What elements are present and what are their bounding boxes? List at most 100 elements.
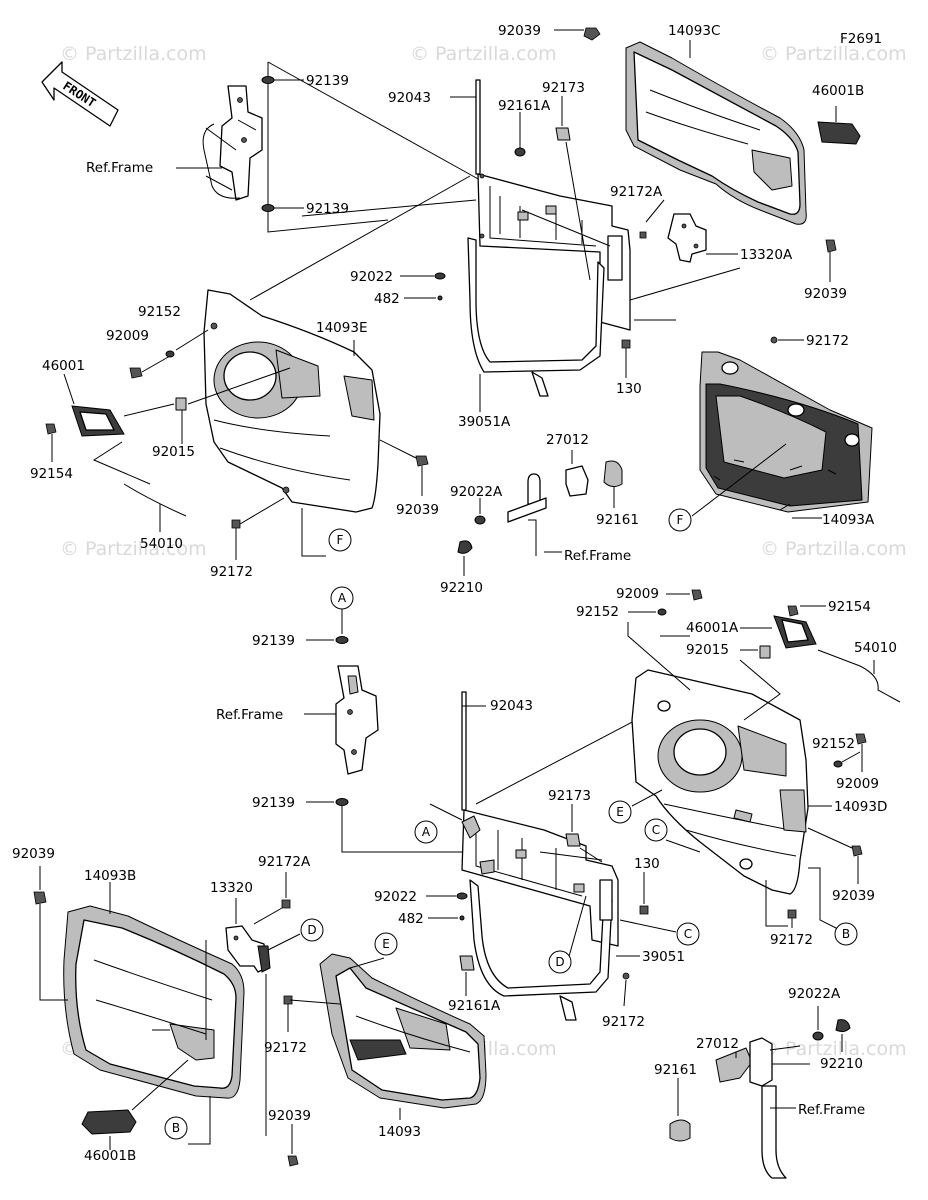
- clip-92173-lower: [565, 833, 581, 847]
- bushing-92161a-lower: [459, 955, 475, 971]
- part-label-92139-lower-b: 92139: [252, 795, 295, 811]
- part-label-92172-lower-right: 92172: [770, 932, 813, 948]
- diagram-code: F2691: [840, 31, 882, 47]
- washer-92022-upper: [434, 272, 446, 280]
- part-label-92139-lower-a: 92139: [252, 633, 295, 649]
- screw-92039-top: [583, 27, 601, 41]
- door-panel-14093a: [699, 351, 873, 513]
- callout-e-lower-right-text: E: [616, 805, 624, 819]
- part-label-39051: 39051: [642, 949, 685, 965]
- part-label-14093a: 14093A: [822, 512, 875, 528]
- screw-92039-mid-left: [415, 455, 429, 467]
- part-label-482-upper: 482: [374, 291, 400, 307]
- screw-92039-right-upper: [825, 239, 837, 253]
- callout-f-upper-left: [328, 528, 352, 552]
- callout-e-lower-left-text: E: [382, 937, 390, 951]
- ref-frame-label-1: Ref.Frame: [86, 160, 153, 176]
- callout-e-lower-right: [608, 800, 632, 824]
- callout-c-lower-frame-text: C: [684, 927, 692, 941]
- callout-f-upper-left-text: F: [337, 533, 344, 547]
- part-label-92009-lower-right: 92009: [836, 776, 879, 792]
- bolt-130-upper: [621, 339, 631, 349]
- washer-92139-lower-a: [335, 636, 349, 644]
- callout-b-lower-right: [834, 922, 858, 946]
- handle-46001b-upper: [817, 121, 861, 145]
- part-label-482-lower: 482: [398, 911, 424, 927]
- watermark-1: © Partzilla.com: [60, 43, 207, 65]
- callout-c-lower-right-text: C: [652, 823, 660, 837]
- part-label-27012-lower: 27012: [696, 1036, 739, 1052]
- part-label-92152-lower-top: 92152: [576, 604, 619, 620]
- part-label-92161a-upper: 92161A: [498, 98, 551, 114]
- screw-92039-lower-right: [851, 845, 863, 857]
- callout-f-upper-right: [668, 508, 692, 532]
- callout-e-lower-left: [374, 932, 398, 956]
- part-label-46001b-lower: 46001B: [84, 1148, 136, 1164]
- callout-d-lower-left-text: D: [307, 923, 316, 937]
- screw-92039-bottom: [287, 1155, 299, 1167]
- watermark-2: © Partzilla.com: [410, 43, 557, 65]
- callout-c-lower-right: [644, 818, 668, 842]
- callout-b-lower-right-text: B: [842, 927, 850, 941]
- front-arrow-icon: FRONT: [41, 61, 119, 127]
- part-label-54010-lower: 54010: [854, 640, 897, 656]
- washer-92152-upper: [165, 350, 175, 358]
- part-label-92161-lower: 92161: [654, 1062, 697, 1078]
- part-label-92154-upper: 92154: [30, 466, 73, 482]
- door-frame-39051: [461, 691, 619, 1021]
- part-label-92022-upper: 92022: [350, 269, 393, 285]
- part-label-92039-bottom: 92039: [268, 1108, 311, 1124]
- part-label-92039-mid-left: 92039: [396, 502, 439, 518]
- part-label-92161-upper: 92161: [596, 512, 639, 528]
- part-label-92172a-upper: 92172A: [610, 184, 663, 200]
- part-label-39051a: 39051A: [458, 414, 511, 430]
- callout-b-lower-left: [164, 1116, 188, 1140]
- latch-assembly-lower: [669, 1019, 851, 1179]
- washer-92022-lower: [456, 892, 468, 900]
- door-panel-14093d: [631, 669, 809, 895]
- part-label-92039-lower-right: 92039: [832, 888, 875, 904]
- part-label-92039-lower-left: 92039: [12, 846, 55, 862]
- ref-frame-label-3: Ref.Frame: [216, 707, 283, 723]
- part-label-92043-upper: 92043: [388, 90, 431, 106]
- callout-a-lower-frame: [414, 820, 438, 844]
- cable-54010-upper: [92, 441, 187, 517]
- door-panel-14093b: [63, 905, 245, 1099]
- door-panel-14093e: [203, 289, 381, 513]
- part-label-14093: 14093: [378, 1124, 421, 1140]
- clip-92173-upper: [555, 127, 571, 141]
- part-label-130-lower: 130: [634, 856, 660, 872]
- upper-hinge-bracket: [202, 61, 481, 233]
- part-label-92210-lower: 92210: [820, 1056, 863, 1072]
- callout-b-lower-left-text: B: [172, 1121, 180, 1135]
- part-label-46001: 46001: [42, 358, 85, 374]
- bushing-92015-upper: [175, 397, 187, 411]
- part-label-92015-lower: 92015: [686, 642, 729, 658]
- part-label-92172-upper-left: 92172: [210, 564, 253, 580]
- part-label-92161a-lower: 92161A: [448, 998, 501, 1014]
- washer-92139-lower-b: [335, 798, 349, 806]
- part-label-14093d: 14093D: [834, 799, 887, 815]
- part-label-92172-lower-left: 92172: [264, 1040, 307, 1056]
- bolt-92172-lower-left: [283, 995, 293, 1005]
- part-label-54010-upper: 54010: [140, 536, 183, 552]
- callout-f-upper-right-text: F: [677, 513, 684, 527]
- bolt-92172a-upper: [639, 231, 647, 239]
- part-label-92152-upper: 92152: [138, 304, 181, 320]
- bolt-92172a-lower: [281, 899, 291, 909]
- part-label-92152-lower-right: 92152: [812, 736, 855, 752]
- callout-a-lower-top-text: A: [338, 591, 347, 605]
- bolt-130-lower: [639, 905, 649, 915]
- part-label-13320: 13320: [210, 880, 253, 896]
- part-label-92172-lower-frame: 92172: [602, 1014, 645, 1030]
- ref-frame-label-4: Ref.Frame: [798, 1102, 865, 1118]
- part-label-46001b-upper: 46001B: [812, 83, 864, 99]
- watermark-3: © Partzilla.com: [760, 43, 907, 65]
- clip-482-lower: [459, 915, 465, 921]
- callout-d-lower-frame-text: D: [555, 955, 564, 969]
- screw-92154-lower: [787, 605, 799, 617]
- washer-92152-lower-right: [833, 760, 843, 768]
- part-label-14093b: 14093B: [84, 868, 136, 884]
- door-panel-14093: [319, 953, 487, 1109]
- callout-c-lower-frame: [676, 922, 700, 946]
